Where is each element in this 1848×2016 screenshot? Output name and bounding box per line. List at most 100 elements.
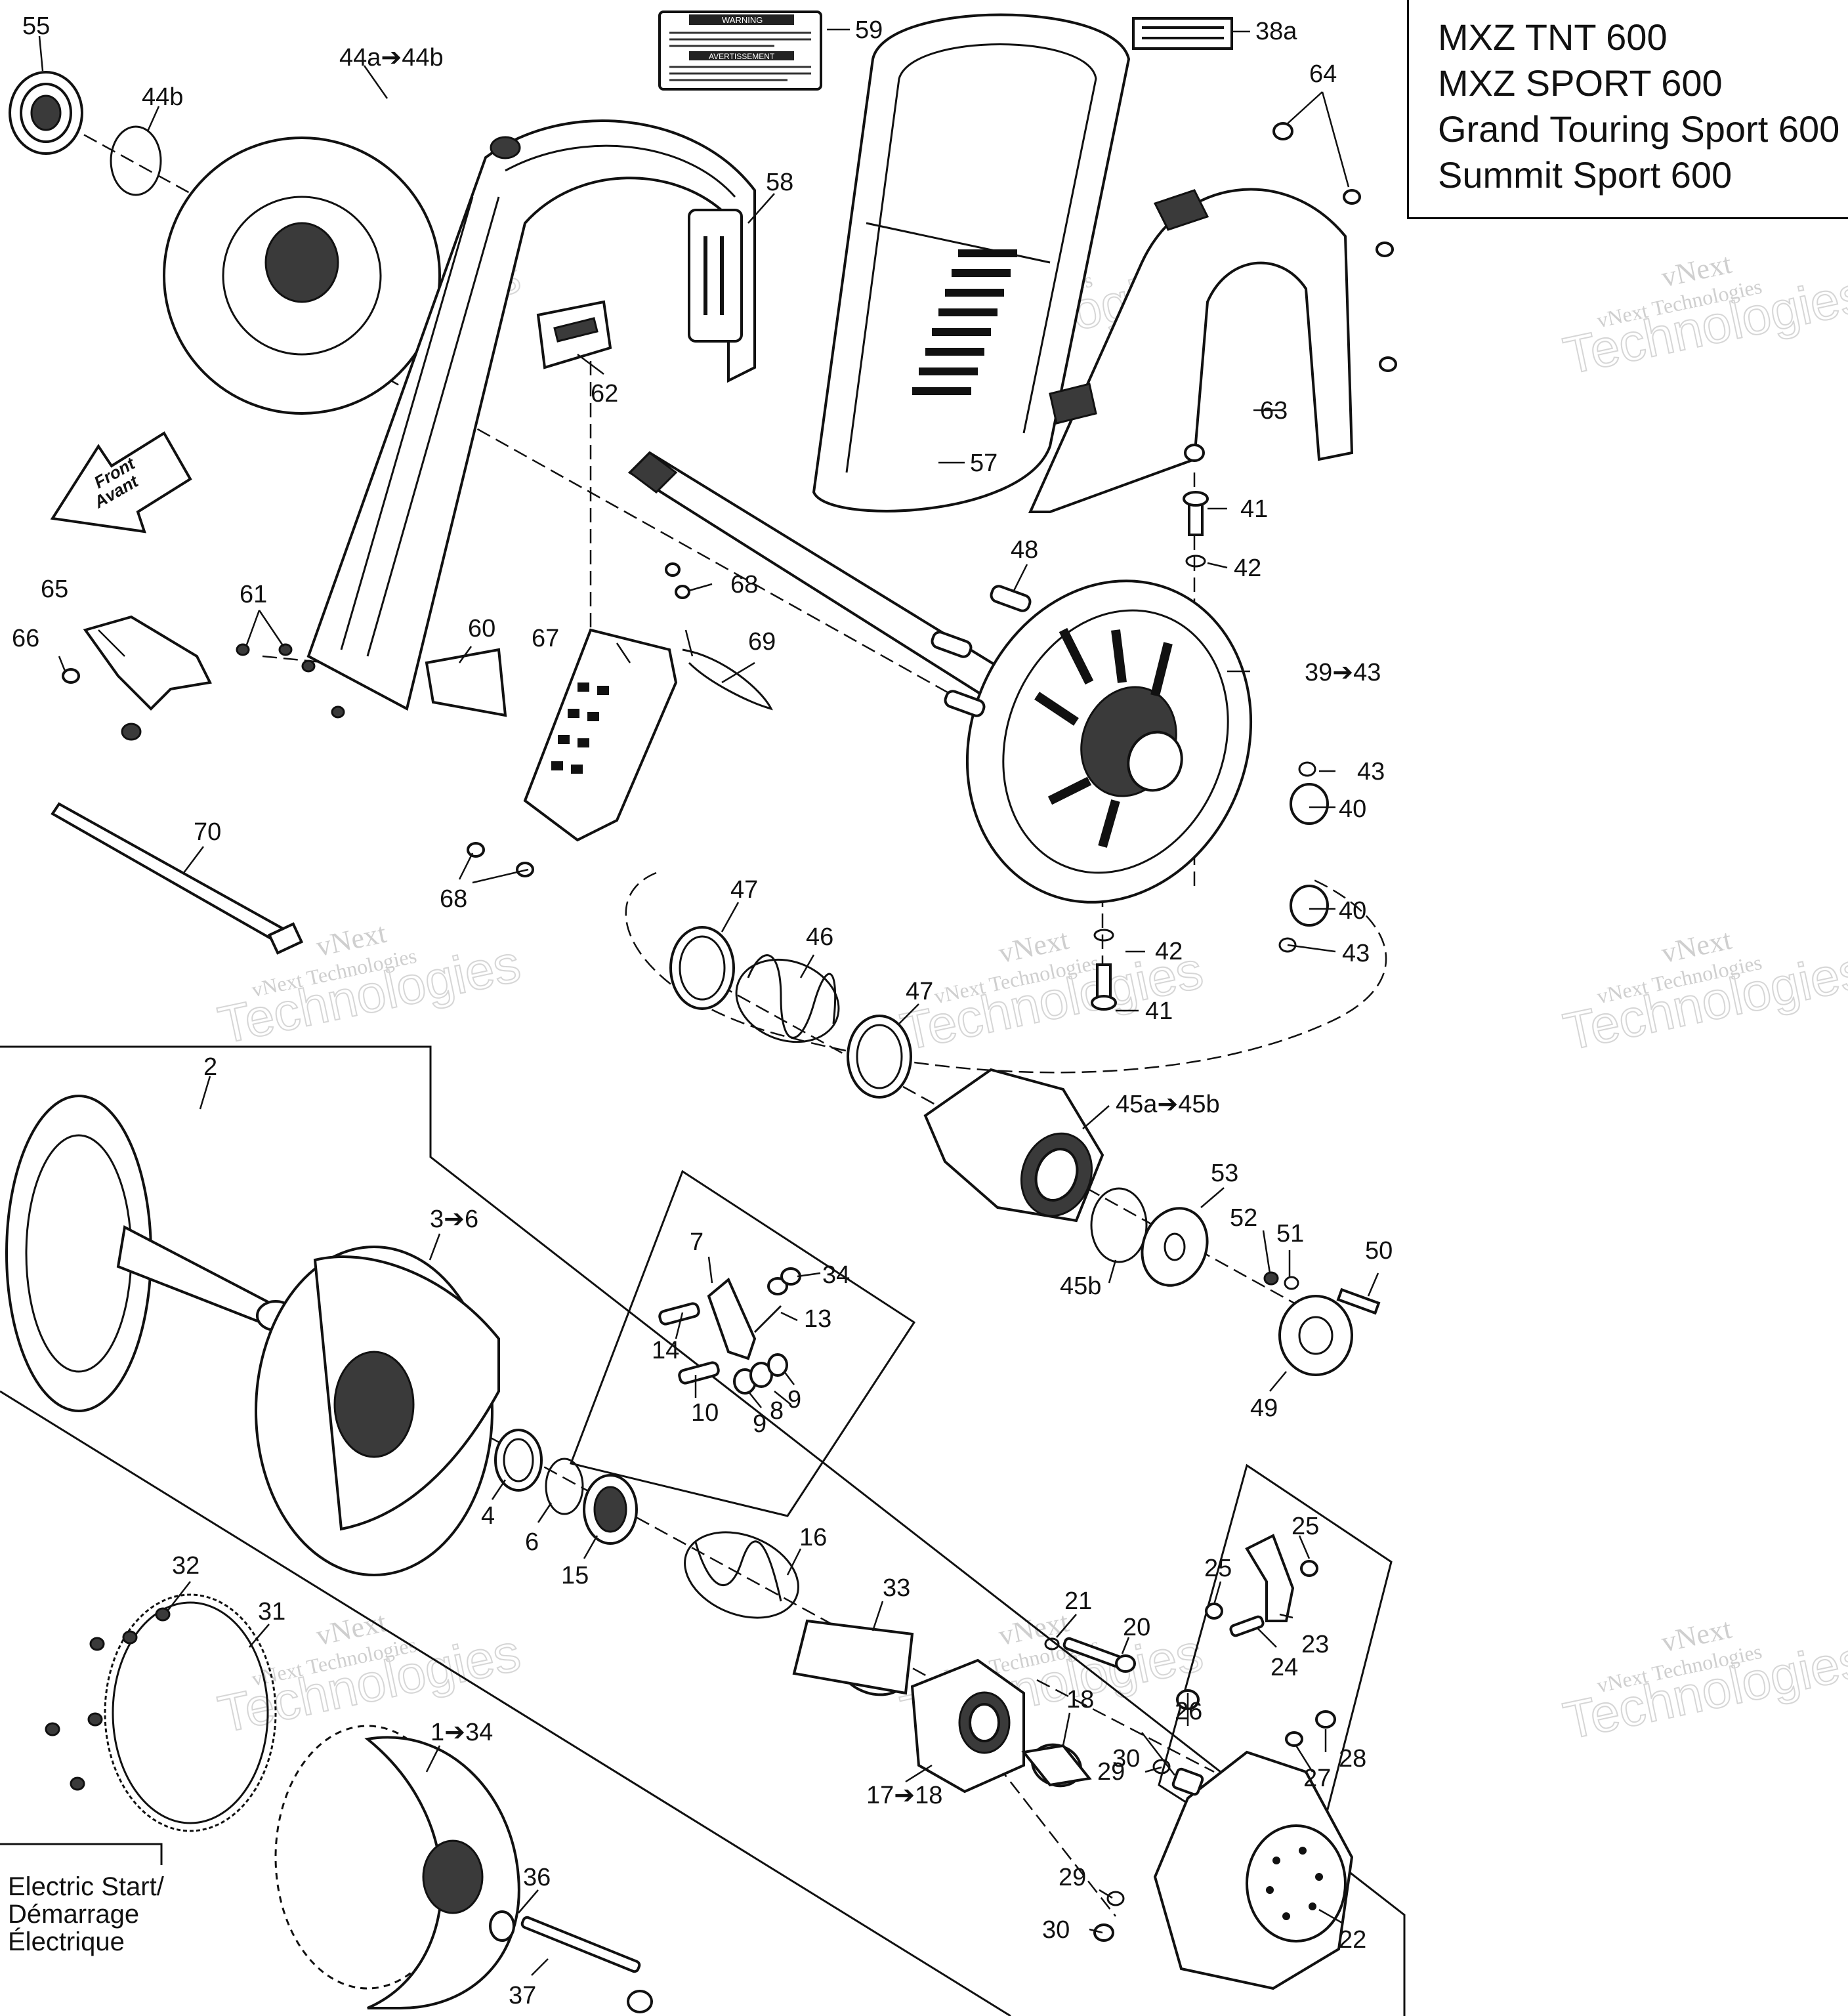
callout-30: 30 (1112, 1745, 1140, 1773)
governor-parts-box (569, 1169, 916, 1517)
pins-part-48 (931, 585, 1032, 717)
warning-heading-fr: AVERTISSEMENT (709, 52, 775, 61)
slider-shoes-part-40 (1290, 783, 1329, 927)
callout-60: 60 (468, 615, 495, 642)
callout-38a: 38a (1255, 18, 1297, 45)
callout-32: 32 (172, 1552, 200, 1580)
callout-68: 68 (440, 885, 467, 913)
callout-27: 27 (1303, 1765, 1331, 1792)
spring-part-16 (684, 1531, 799, 1619)
cap-part-49 (1263, 1271, 1381, 1376)
electric-start-line: Électrique (8, 1927, 125, 1956)
bushing-part-18 (1021, 1743, 1092, 1788)
cam-part-45a (923, 1068, 1104, 1223)
model-title-block: MXZ TNT 600 MXZ SPORT 600 Grand Touring … (1407, 0, 1848, 219)
pin-part-20-21 (1044, 1637, 1136, 1673)
callout-39: 39➔43 (1305, 659, 1381, 686)
callout-66: 66 (12, 625, 39, 652)
callout-69: 69 (748, 628, 776, 656)
callout-42: 42 (1155, 938, 1183, 965)
retaining-ring-part-44b (110, 125, 162, 196)
callout-44b: 44b (142, 83, 183, 111)
callout-68: 68 (730, 571, 758, 598)
washers-part-42 (1093, 555, 1206, 942)
callout-13: 13 (804, 1305, 831, 1333)
callout-61: 61 (240, 581, 267, 608)
callout-67: 67 (532, 625, 559, 652)
callout-2: 2 (203, 1053, 217, 1081)
callout-51: 51 (1276, 1220, 1304, 1248)
bracket-part-65 (62, 615, 212, 741)
callout-43: 43 (1357, 758, 1385, 786)
callout-41: 41 (1240, 495, 1268, 523)
callout-46: 46 (806, 923, 833, 951)
lower-section-line (0, 1390, 1011, 2016)
callout-9: 9 (788, 1386, 801, 1414)
spider-part-17 (910, 1658, 1025, 1794)
front-direction-arrow: Front Avant (50, 431, 192, 534)
callout-49: 49 (1250, 1395, 1278, 1422)
callout-29: 29 (1097, 1758, 1125, 1786)
callout-28: 28 (1339, 1745, 1366, 1773)
fixed-sheave-part-2 (5, 1095, 295, 1412)
callout-17: 17➔18 (866, 1782, 942, 1809)
callout-34: 34 (822, 1261, 850, 1289)
washer-part-47-lower (847, 1015, 912, 1099)
drive-pulley-frame (0, 1045, 1406, 2016)
callout-33: 33 (883, 1574, 910, 1602)
callout-42: 42 (1234, 555, 1261, 582)
screws-part-61 (236, 643, 345, 719)
belt-guard-part-63 (1028, 122, 1397, 513)
callout-24: 24 (1270, 1654, 1298, 1681)
callout-26: 26 (1175, 1698, 1202, 1725)
callout-40: 40 (1339, 897, 1366, 925)
screws-part-41 (1091, 491, 1209, 1011)
bearing-part-55 (9, 71, 83, 155)
movable-sheave-part-3 (255, 1246, 500, 1576)
callout-58: 58 (766, 169, 793, 196)
warning-heading: WARNING (722, 15, 763, 25)
callout-65: 65 (41, 576, 68, 603)
drive-pulley-assembly-part-1 (274, 1725, 520, 2009)
callout-43: 43 (1342, 940, 1370, 967)
driven-pulley-group-outline (625, 872, 1387, 1074)
callout-37: 37 (509, 1982, 536, 2009)
callout-63: 63 (1260, 397, 1288, 425)
callout-15: 15 (561, 1562, 589, 1589)
callout-52: 52 (1230, 1204, 1257, 1232)
model-name: Grand Touring Sport 600 (1438, 108, 1840, 150)
callout-14: 14 (652, 1337, 679, 1364)
callout-30: 30 (1042, 1916, 1070, 1944)
callout-18: 18 (1066, 1686, 1094, 1713)
callout-4: 4 (481, 1502, 495, 1530)
callout-40: 40 (1339, 795, 1366, 823)
callout-53: 53 (1211, 1160, 1238, 1187)
bracket-part-67 (467, 562, 690, 877)
clip-part-69 (682, 648, 773, 711)
callout-45b: 45b (1060, 1272, 1101, 1300)
callout-41: 41 (1145, 998, 1173, 1025)
driven-sheave-part-39 (965, 579, 1253, 904)
label-part-38a (1132, 17, 1233, 50)
drive-belt-part-57 (812, 13, 1131, 513)
callout-23: 23 (1301, 1631, 1329, 1658)
callout-10: 10 (691, 1399, 719, 1427)
callout-62: 62 (591, 380, 618, 408)
callout-31: 31 (258, 1598, 285, 1626)
bolt-part-37 (520, 1916, 653, 2013)
callout-48: 48 (1011, 536, 1038, 564)
callout-labels: 55 44a➔44b 44b 59 38a 64 58 62 57 63 41 … (12, 12, 1393, 2009)
callout-9: 9 (753, 1410, 766, 1438)
electric-start-line: Démarrage (8, 1900, 140, 1929)
strap-part-70 (51, 802, 304, 955)
callout-16: 16 (799, 1524, 827, 1551)
callout-8: 8 (770, 1397, 784, 1425)
callout-21: 21 (1064, 1587, 1092, 1615)
cover-part-22 (1093, 1689, 1354, 1990)
warning-label-part-59: WARNING AVERTISSEMENT (658, 10, 822, 91)
callout-47: 47 (730, 876, 758, 904)
callout-25: 25 (1204, 1555, 1232, 1582)
callout-25: 25 (1292, 1513, 1319, 1540)
screws-part-32 (45, 1607, 171, 1791)
